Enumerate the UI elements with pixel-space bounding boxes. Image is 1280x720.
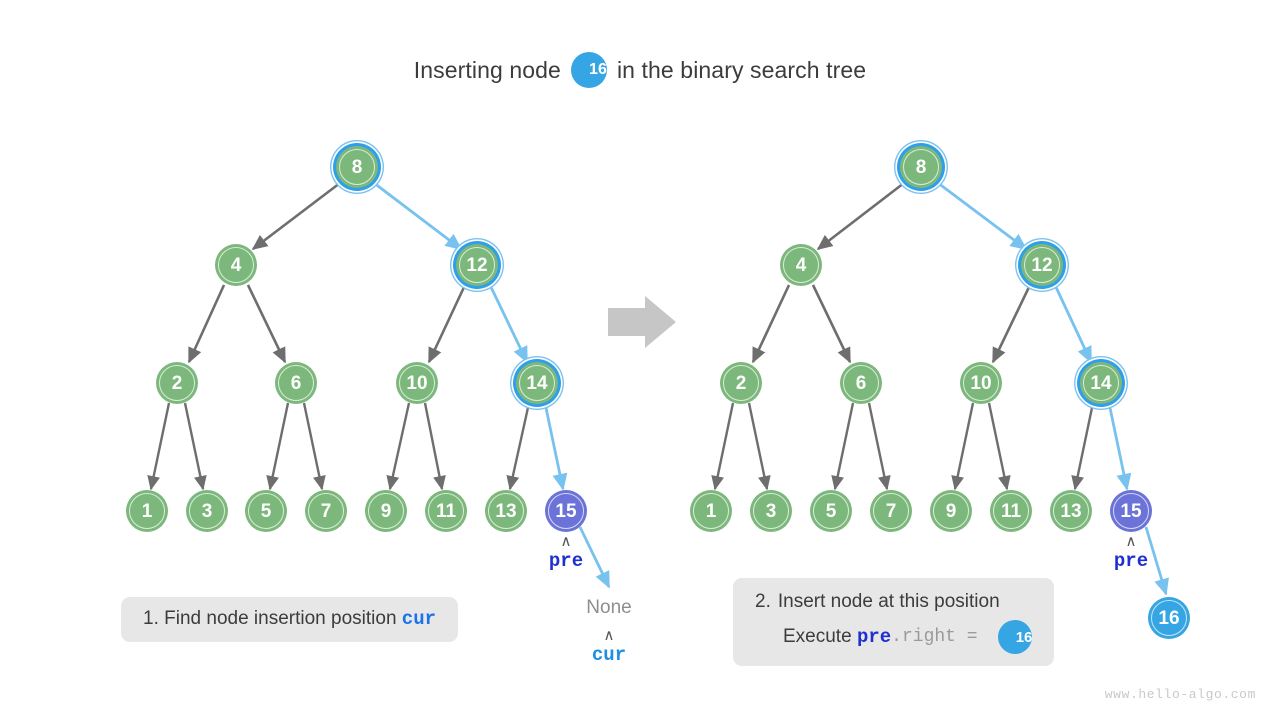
tree-node-11[interactable]: 11 [425, 490, 467, 532]
node-label: 15 [1120, 500, 1142, 522]
node-label: 1 [705, 500, 717, 522]
tree-node-10-right[interactable]: 10 [960, 362, 1002, 404]
node-label: 12 [466, 254, 488, 276]
node-inner-ring [998, 623, 1015, 652]
tree-node-6-right[interactable]: 6 [840, 362, 882, 404]
title-node-badge-16: 16 [570, 52, 607, 88]
tree-node-4[interactable]: 4 [215, 244, 257, 286]
node-label: 12 [1031, 254, 1053, 276]
node-label: 10 [970, 372, 992, 394]
node-label: 13 [1060, 500, 1082, 522]
pointer-pre-right: ∧ pre [1101, 534, 1161, 571]
tree-node-12[interactable]: 12 [456, 244, 498, 286]
caret-up-icon: ∧ [603, 627, 615, 644]
tree-node-8-right[interactable]: 8 [900, 146, 942, 188]
node-label: 1 [141, 500, 153, 522]
node-label: 9 [945, 500, 957, 522]
node-label: 8 [915, 156, 927, 178]
node-label: 5 [825, 500, 837, 522]
tree-node-16-inserted[interactable]: 16 [1148, 597, 1190, 639]
caption-1-keyword-cur: cur [401, 608, 437, 630]
node-inner-ring [571, 55, 589, 86]
node-label: 4 [795, 254, 807, 276]
node-label: 14 [1090, 372, 1112, 394]
caption-2-attr-right: right [901, 627, 956, 647]
tree-node-15-pre[interactable]: 15 [545, 490, 587, 532]
pointer-pre-left: ∧ pre [536, 534, 596, 571]
pointer-cur-label: cur [591, 644, 627, 666]
pointer-pre-label: pre [548, 550, 584, 572]
node-label: 7 [885, 500, 897, 522]
caption-2-badge-label: 16 [1015, 628, 1033, 646]
tree-node-1[interactable]: 1 [126, 490, 168, 532]
caption-step-2: 2. Insert node at this position Execute … [733, 578, 1055, 666]
node-label: 14 [526, 372, 548, 394]
page-title: Inserting node 16 in the binary search t… [0, 52, 1280, 88]
tree-node-7-right[interactable]: 7 [870, 490, 912, 532]
tree-node-8[interactable]: 8 [336, 146, 378, 188]
caption-2-text: Insert node at this position [777, 591, 1000, 612]
caption-1-text: Find node insertion position [164, 608, 397, 629]
node-label: 2 [171, 372, 183, 394]
title-text-before: Inserting node [413, 56, 561, 83]
caption-step-1: 1. Find node insertion position cur [121, 597, 459, 642]
none-text: None [586, 597, 632, 618]
caret-up-icon: ∧ [560, 533, 572, 550]
node-label: 6 [290, 372, 302, 394]
caption-2-dot: . [891, 627, 902, 647]
caret-up-icon: ∧ [1125, 533, 1137, 550]
caption-2-number: 2. [755, 591, 771, 612]
watermark: www.hello-algo.com [1104, 687, 1256, 702]
node-label: 11 [435, 500, 457, 522]
node-label: 3 [201, 500, 213, 522]
node-label: 6 [855, 372, 867, 394]
node-label: 4 [230, 254, 242, 276]
node-label: 8 [351, 156, 363, 178]
node-label: 7 [320, 500, 332, 522]
pointer-cur-left: ∧ cur [579, 628, 639, 665]
tree-node-2-right[interactable]: 2 [720, 362, 762, 404]
tree-node-5[interactable]: 5 [245, 490, 287, 532]
step-arrow-icon [608, 296, 676, 348]
tree-node-13[interactable]: 13 [485, 490, 527, 532]
tree-node-9-right[interactable]: 9 [930, 490, 972, 532]
tree-node-11-right[interactable]: 11 [990, 490, 1032, 532]
tree-node-15-pre-right[interactable]: 15 [1110, 490, 1152, 532]
node-label: 15 [555, 500, 577, 522]
node-label: 16 [1158, 607, 1180, 629]
node-label: 9 [380, 500, 392, 522]
caption-2-keyword-pre: pre [856, 626, 892, 648]
node-label: 2 [735, 372, 747, 394]
tree-node-3-right[interactable]: 3 [750, 490, 792, 532]
node-label: 3 [765, 500, 777, 522]
tree-node-9[interactable]: 9 [365, 490, 407, 532]
title-text-after: in the binary search tree [616, 56, 867, 83]
tree-node-2[interactable]: 2 [156, 362, 198, 404]
node-label: 5 [260, 500, 272, 522]
node-label: 10 [406, 372, 428, 394]
tree-node-4-right[interactable]: 4 [780, 244, 822, 286]
tree-node-1-right[interactable]: 1 [690, 490, 732, 532]
tree-node-12-right[interactable]: 12 [1021, 244, 1063, 286]
node-label: 11 [1000, 500, 1022, 522]
tree-node-14[interactable]: 14 [516, 362, 558, 404]
tree-node-10[interactable]: 10 [396, 362, 438, 404]
tree-node-13-right[interactable]: 13 [1050, 490, 1092, 532]
tree-node-6[interactable]: 6 [275, 362, 317, 404]
caption-2-line-2: Execute pre . right = 16 [755, 620, 1033, 654]
node-label: 13 [495, 500, 517, 522]
caption-2-execute-label: Execute [783, 626, 857, 647]
caption-2-equals: = [955, 627, 989, 647]
tree-node-5-right[interactable]: 5 [810, 490, 852, 532]
caption-2-line-1: 2. Insert node at this position [755, 591, 1032, 613]
caption-2-node-badge-16: 16 [998, 620, 1033, 654]
pointer-pre-label: pre [1113, 550, 1149, 572]
caption-1-number: 1. [143, 608, 159, 629]
tree-node-7[interactable]: 7 [305, 490, 347, 532]
tree-node-3[interactable]: 3 [186, 490, 228, 532]
tree-node-14-right[interactable]: 14 [1080, 362, 1122, 404]
title-badge-label: 16 [588, 61, 607, 78]
